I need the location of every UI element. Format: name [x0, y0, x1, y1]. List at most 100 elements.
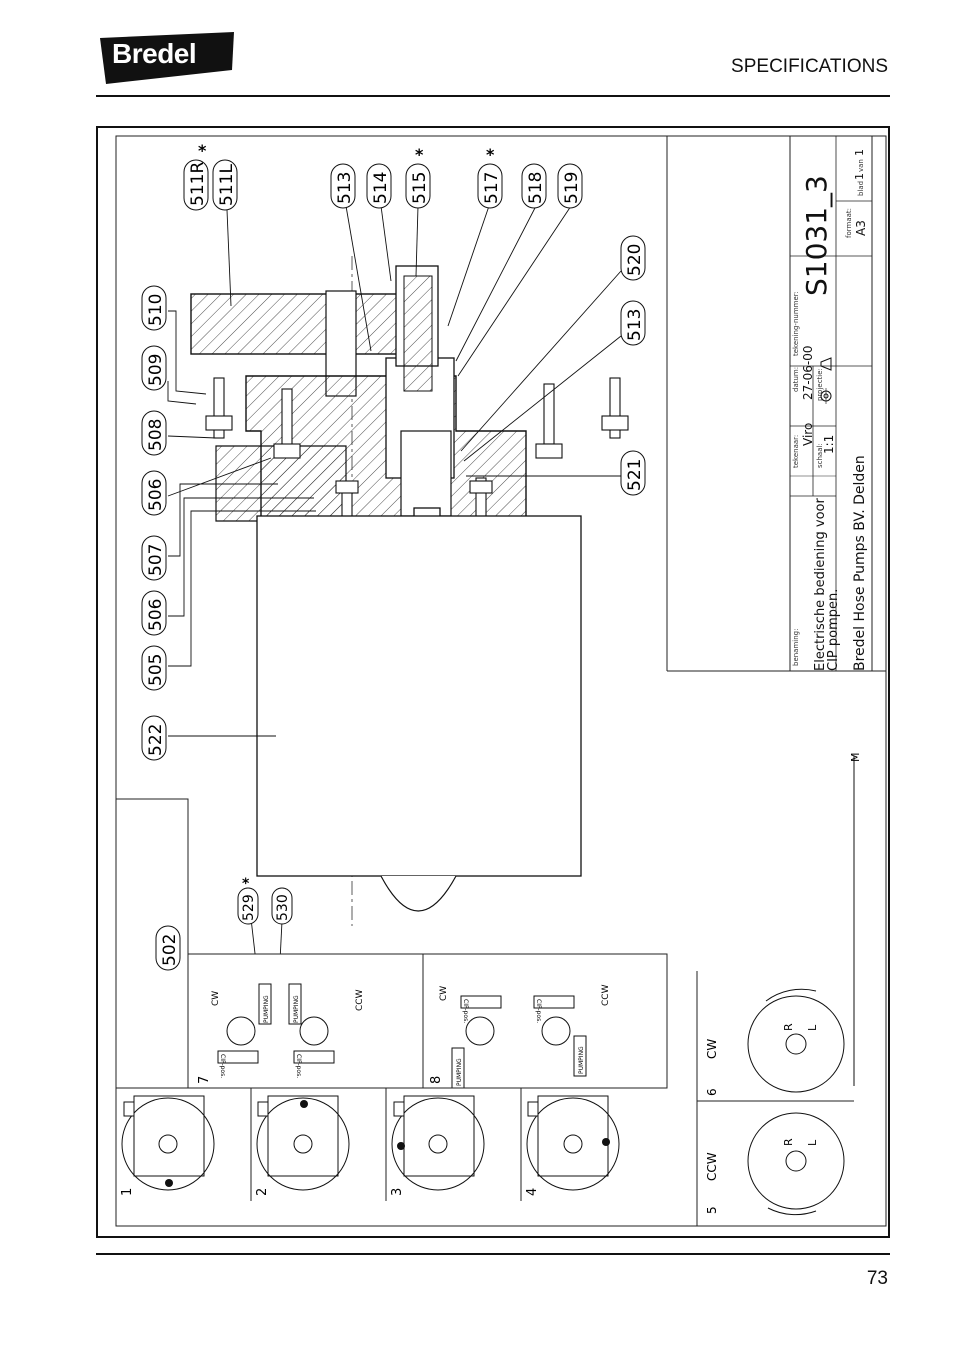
- svg-text:505: 505: [146, 654, 166, 686]
- svg-text:530: 530: [275, 894, 291, 921]
- callout-506-top: 506: [141, 470, 167, 516]
- projection-symbol: [820, 357, 832, 404]
- svg-text:*: *: [242, 876, 250, 892]
- callout-502: 502: [155, 925, 181, 971]
- svg-text:522: 522: [146, 724, 166, 756]
- tb-company: Bredel Hose Pumps BV. Delden: [852, 455, 868, 671]
- svg-text:CIP-pos.: CIP-pos.: [219, 1054, 226, 1078]
- svg-text:506: 506: [146, 599, 166, 631]
- tb-blad-caption: blad: [857, 181, 865, 196]
- callout-529: 529 *: [237, 876, 259, 925]
- section-title: SPECIFICATIONS: [731, 56, 888, 77]
- callout-508: 508: [141, 410, 167, 456]
- svg-text:*: *: [415, 145, 424, 164]
- callout-511R: 511R *: [183, 141, 209, 211]
- callout-506-bottom: 506: [141, 590, 167, 636]
- svg-text:521: 521: [625, 459, 645, 491]
- top-flange: [190, 293, 427, 355]
- tb-projectie-caption: projectie:: [816, 368, 824, 401]
- svg-text:*: *: [486, 145, 495, 164]
- svg-text:513: 513: [335, 172, 355, 204]
- callout-507: 507: [141, 535, 167, 581]
- part-callouts: 511R * 511L 513 514 515 * 517 * 518: [141, 141, 646, 971]
- motor-marker: M: [849, 753, 862, 763]
- callout-509: 509: [141, 345, 167, 391]
- switch-tags: PUMPING PUMPING CIP-pos. CIP-pos. PUMPIN…: [217, 983, 587, 1089]
- page-number: 73: [866, 1268, 888, 1289]
- svg-text:518: 518: [526, 172, 546, 204]
- callout-518: 518: [521, 163, 547, 209]
- svg-text:506: 506: [146, 479, 166, 511]
- tb-description-line2: CIP pompen.: [826, 589, 841, 671]
- header-rule: [96, 95, 890, 97]
- svg-text:510: 510: [146, 294, 166, 326]
- svg-text:517: 517: [482, 172, 502, 204]
- tb-blad: 1: [853, 173, 866, 180]
- callout-517: 517 *: [477, 145, 503, 209]
- svg-text:511L: 511L: [217, 164, 237, 206]
- position-2: 2: [255, 1188, 270, 1196]
- tb-tekening-caption: tekening-nummer:: [792, 291, 800, 356]
- panel-8-ccw: CCW: [601, 984, 611, 1006]
- technical-drawing: benaming: Electrische bediening voor CIP…: [96, 126, 890, 1238]
- svg-text:PUMPING: PUMPING: [263, 995, 270, 1023]
- svg-text:CIP-pos.: CIP-pos.: [462, 999, 469, 1023]
- cw-label: CW: [705, 1039, 719, 1059]
- tb-benaming-caption: benaming:: [792, 629, 800, 666]
- tb-tekenaar-caption: tekenaar:: [792, 435, 800, 468]
- svg-text:CIP-pos.: CIP-pos.: [535, 999, 542, 1023]
- panel-8-cw: CW: [439, 986, 449, 1001]
- tb-tekenaar: Viro: [801, 423, 815, 446]
- tb-drawing-number: S1031_3: [800, 175, 833, 296]
- callout-519: 519: [557, 163, 583, 209]
- svg-text:520: 520: [625, 244, 645, 276]
- position-1: 1: [120, 1188, 135, 1196]
- panel-8-number: 8: [429, 1076, 444, 1084]
- svg-text:514: 514: [371, 172, 391, 204]
- svg-text:PUMPING: PUMPING: [293, 995, 300, 1023]
- panel-7-cw: CW: [211, 991, 221, 1006]
- tb-van-caption: van: [857, 159, 865, 172]
- tb-formaat: A3: [854, 220, 868, 236]
- panel-7-ccw: CCW: [355, 989, 365, 1011]
- cw-r: R: [782, 1023, 795, 1031]
- tb-van: 1: [853, 149, 866, 156]
- svg-text:*: *: [198, 141, 207, 160]
- callout-522: 522: [141, 715, 167, 761]
- position-6: 6: [705, 1088, 719, 1096]
- panel-7-number: 7: [197, 1076, 212, 1084]
- callout-511L: 511L: [212, 159, 238, 211]
- footer-rule: [96, 1253, 890, 1255]
- tb-schaal-caption: schaal:: [816, 443, 824, 468]
- callout-505: 505: [141, 645, 167, 691]
- callout-510: 510: [141, 285, 167, 331]
- svg-text:502: 502: [160, 934, 180, 966]
- position-5: 5: [705, 1206, 719, 1214]
- cw-l: L: [806, 1024, 819, 1031]
- svg-text:PUMPING: PUMPING: [578, 1046, 585, 1074]
- tb-datum-caption: datum:: [792, 367, 800, 392]
- motor-body: [256, 515, 582, 877]
- callout-513-right: 513: [620, 300, 646, 346]
- ccw-label: CCW: [705, 1152, 719, 1181]
- callout-521: 521: [620, 450, 646, 496]
- svg-text:529: 529: [241, 894, 257, 921]
- tb-datum: 27-06-00: [801, 346, 815, 400]
- svg-text:519: 519: [562, 172, 582, 204]
- svg-text:507: 507: [146, 544, 166, 576]
- svg-text:PUMPING: PUMPING: [456, 1058, 463, 1086]
- svg-text:513: 513: [625, 309, 645, 341]
- svg-text:CIP-pos.: CIP-pos.: [295, 1054, 302, 1078]
- callout-520: 520: [620, 235, 646, 281]
- callout-515: 515 *: [405, 145, 431, 209]
- svg-text:508: 508: [146, 419, 166, 451]
- svg-text:509: 509: [146, 354, 166, 386]
- bredel-logo: [100, 32, 234, 84]
- svg-text:511R: 511R: [188, 162, 208, 206]
- callout-530: 530: [271, 887, 293, 925]
- ccw-l: L: [806, 1139, 819, 1146]
- callout-514: 514: [366, 163, 392, 209]
- ccw-r: R: [782, 1138, 795, 1146]
- position-4: 4: [525, 1188, 540, 1196]
- tb-formaat-caption: formaat:: [845, 208, 853, 238]
